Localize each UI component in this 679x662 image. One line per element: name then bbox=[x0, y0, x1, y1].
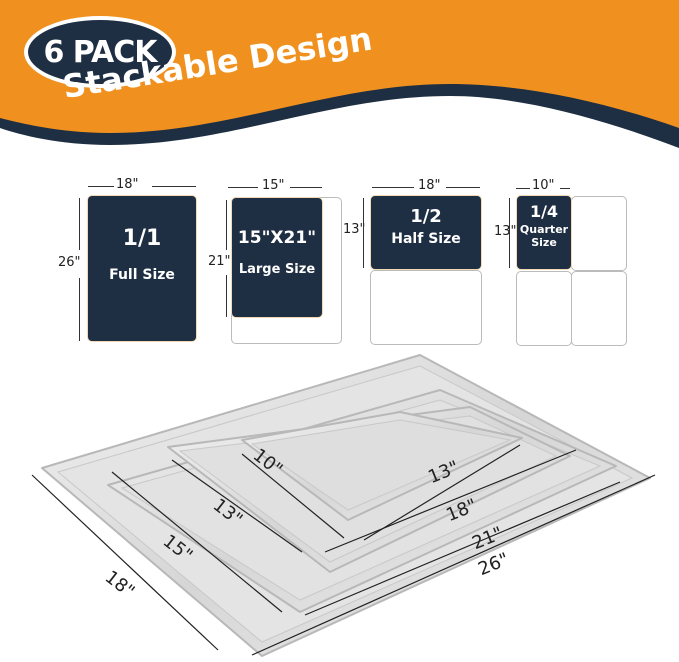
full-height-dim: 26" bbox=[58, 255, 81, 270]
large-height-dim: 21" bbox=[208, 254, 231, 269]
full-width-dim: 18" bbox=[116, 177, 139, 192]
arrow bbox=[226, 200, 227, 250]
half-width-dim: 18" bbox=[418, 178, 441, 193]
card-full-size: 1/1 Full Size bbox=[88, 196, 196, 341]
arrow bbox=[446, 187, 480, 188]
arrow bbox=[152, 186, 196, 187]
stacked-trays-illustration bbox=[31, 354, 656, 657]
ghost-outline bbox=[571, 271, 627, 346]
ghost-outline bbox=[571, 196, 627, 271]
half-height-dim: 13" bbox=[343, 222, 366, 237]
ghost-outline bbox=[370, 270, 482, 345]
fraction: 1/2 bbox=[410, 206, 442, 227]
size-label: Large Size bbox=[238, 262, 316, 277]
ghost-outline bbox=[516, 271, 572, 346]
card-large-size: 15"X21" Large Size bbox=[232, 198, 322, 317]
arrow bbox=[79, 278, 80, 341]
arrow bbox=[88, 186, 114, 187]
arrow bbox=[516, 188, 530, 189]
size-label: Full Size bbox=[109, 267, 175, 283]
arrow bbox=[79, 198, 80, 250]
arrow bbox=[290, 187, 322, 188]
quarter-width-dim: 10" bbox=[532, 178, 555, 193]
arrow bbox=[509, 198, 510, 268]
fraction: 1/4 bbox=[529, 202, 559, 221]
arrow bbox=[372, 187, 414, 188]
fraction: 15"X21" bbox=[237, 228, 317, 248]
card-quarter-size: 1/4 Quarter Size bbox=[517, 196, 571, 269]
arrow bbox=[226, 275, 227, 317]
size-label: Half Size bbox=[391, 231, 461, 247]
size-label-line2: Size bbox=[531, 236, 557, 249]
arrow bbox=[363, 198, 364, 268]
arrow bbox=[560, 188, 570, 189]
fraction: 1/1 bbox=[122, 226, 162, 251]
quarter-height-dim: 13" bbox=[494, 224, 517, 239]
card-half-size: 1/2 Half Size bbox=[371, 196, 481, 269]
size-label-line1: Quarter bbox=[519, 223, 569, 236]
large-width-dim: 15" bbox=[262, 178, 285, 193]
arrow bbox=[228, 187, 258, 188]
badge-text: 6 PACK bbox=[43, 34, 157, 70]
six-pack-badge: 6 PACK bbox=[24, 16, 176, 88]
